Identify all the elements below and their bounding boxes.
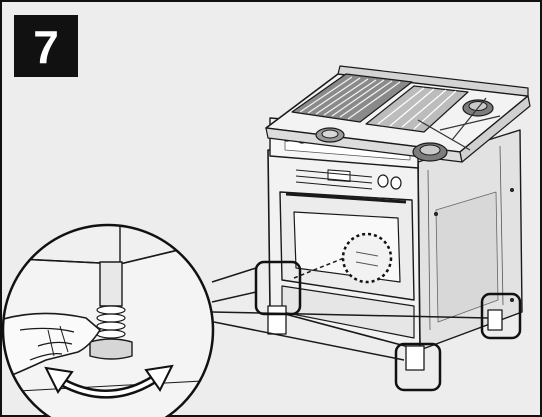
step-number: 7 bbox=[33, 21, 59, 73]
burner-left bbox=[316, 128, 344, 142]
hidden-leg-circle bbox=[343, 234, 391, 282]
gas-burner-front bbox=[413, 143, 447, 161]
